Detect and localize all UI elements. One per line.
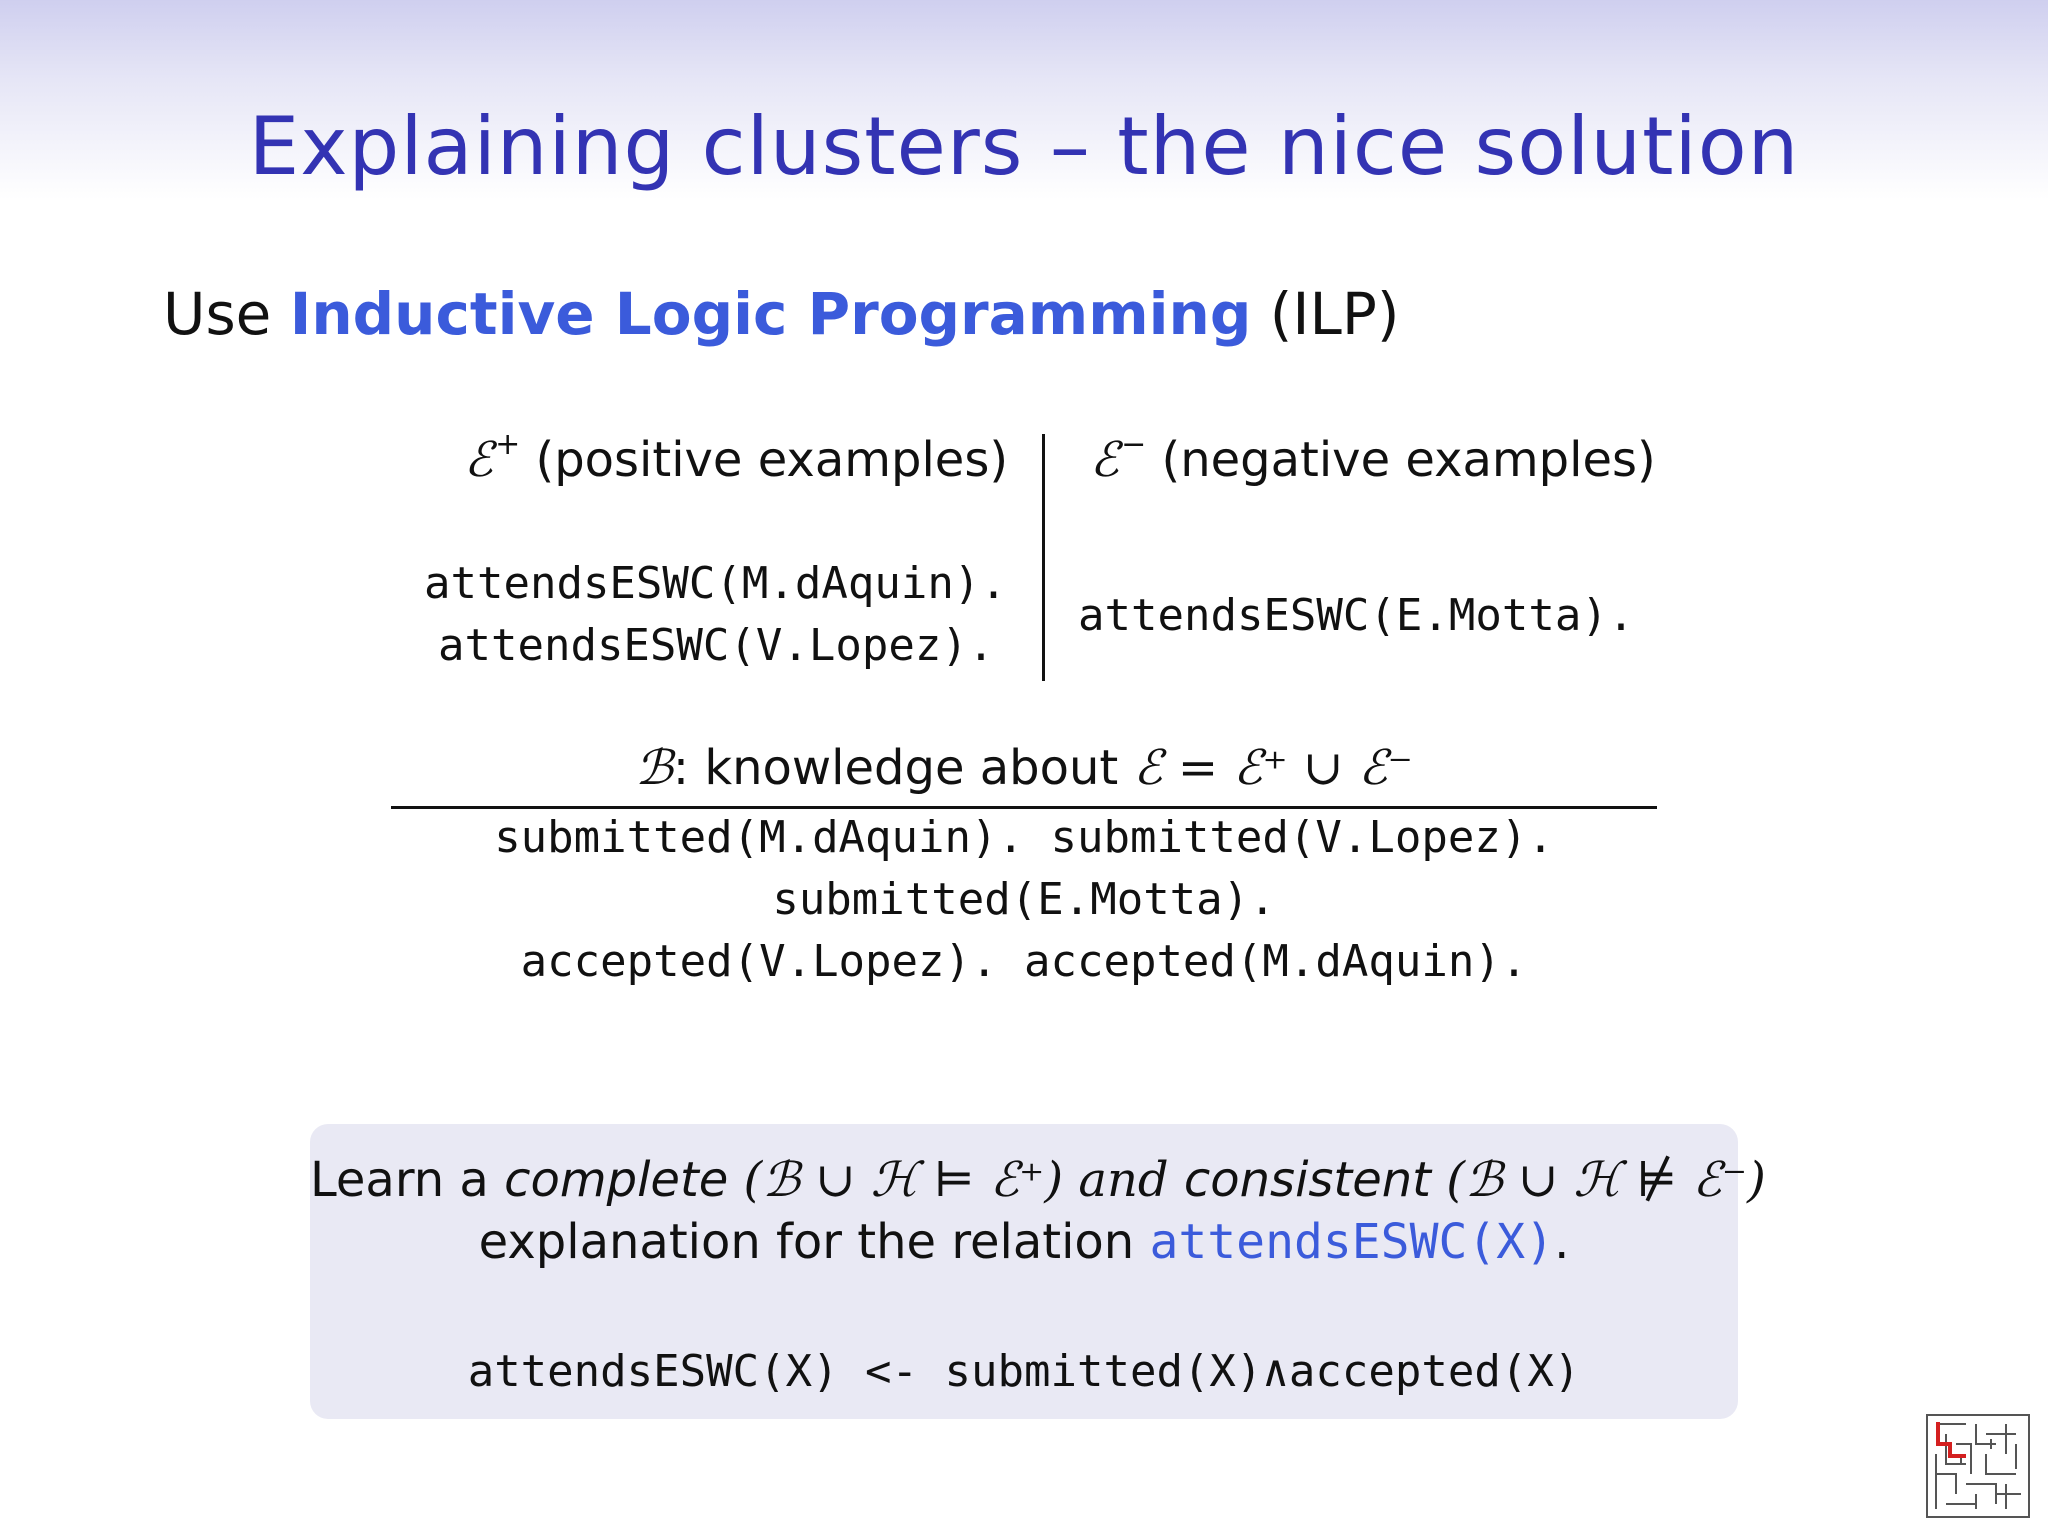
positive-label: (positive examples): [520, 432, 1009, 488]
learned-rule: attendsESWC(X) <- submitted(X)∧accepted(…: [467, 1346, 1581, 1397]
learn-goal-box: Learn a complete (ℬ ∪ ℋ ⊨ ℰ⁺) and consis…: [310, 1124, 1766, 1419]
negative-example: attendsESWC(E.Motta).: [1078, 590, 1635, 641]
background-rule: [391, 806, 1657, 809]
background-symbol: ℬ: [635, 740, 673, 796]
header-band: [0, 0, 2048, 200]
relation-text: explanation for the relation: [478, 1214, 1150, 1270]
relation-line: explanation for the relation attendsESWC…: [310, 1214, 1738, 1270]
positive-example: attendsESWC(V.Lopez).: [438, 620, 995, 671]
relation-code: attendsESWC(X): [1149, 1214, 1555, 1270]
background-fact-line: accepted(V.Lopez). accepted(M.dAquin).: [520, 936, 1528, 987]
background-heading: ℬ: knowledge about ℰ = ℰ⁺ ∪ ℰ⁻: [0, 740, 2048, 796]
positive-example: attendsESWC(M.dAquin).: [424, 558, 1007, 609]
intro-emphasis: Inductive Logic Programming: [289, 280, 1252, 348]
learn-text: Learn a: [310, 1152, 505, 1208]
background-text: : knowledge about: [672, 740, 1134, 796]
slide-title: Explaining clusters – the nice solution: [248, 100, 1800, 193]
intro-suffix: (ILP): [1251, 280, 1400, 348]
positive-heading: ℰ+ (positive examples): [464, 427, 1009, 488]
positive-symbol: ℰ: [464, 432, 494, 488]
column-divider: [1042, 434, 1045, 681]
consistent-formula: (ℬ ∪ ℋ ⊭ ℰ⁻): [1431, 1152, 1766, 1208]
intro-line: Use Inductive Logic Programming (ILP): [163, 280, 1399, 348]
negative-symbol: ℰ: [1090, 432, 1120, 488]
relation-period: .: [1554, 1214, 1570, 1270]
background-formula: ℰ = ℰ⁺ ∪ ℰ⁻: [1133, 740, 1413, 796]
complete-formula: (ℬ ∪ ℋ ⊨ ℰ⁺) and: [728, 1152, 1184, 1208]
complete-term: complete: [504, 1152, 729, 1208]
intro-prefix: Use: [163, 280, 290, 348]
background-fact-line: submitted(E.Motta).: [772, 874, 1276, 925]
learn-goal-line: Learn a complete (ℬ ∪ ℋ ⊨ ℰ⁺) and consis…: [310, 1152, 1766, 1208]
negative-heading: ℰ− (negative examples): [1090, 427, 1656, 488]
negative-sign: −: [1121, 427, 1147, 462]
negative-label: (negative examples): [1146, 432, 1656, 488]
maze-logo-icon: [1926, 1414, 2030, 1518]
consistent-term: consistent: [1183, 1152, 1431, 1208]
background-fact-line: submitted(M.dAquin). submitted(V.Lopez).: [494, 812, 1554, 863]
positive-sign: +: [495, 427, 521, 462]
